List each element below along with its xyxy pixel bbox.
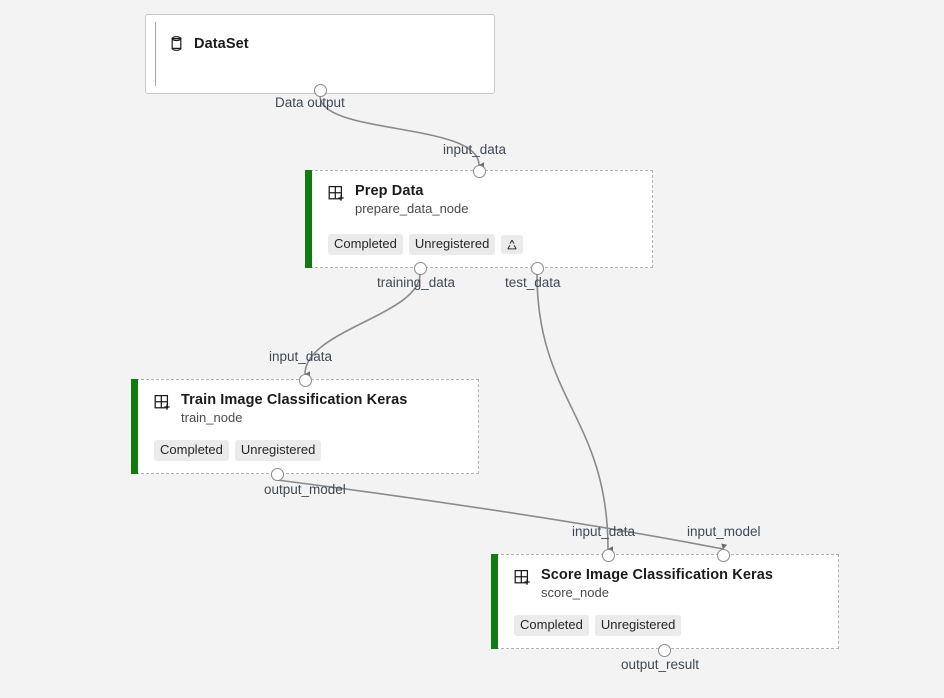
node-header: Prep Data prepare_data_node (328, 183, 644, 217)
module-grid-icon (328, 185, 344, 201)
node-subtitle: prepare_data_node (355, 201, 469, 216)
node-text-block: Score Image Classification Keras score_no… (541, 567, 773, 601)
node-icon (154, 392, 172, 417)
node-status-bar (491, 554, 498, 649)
port-label-p_prep_test: test_data (505, 275, 561, 290)
port-p_score_out[interactable] (657, 643, 671, 657)
node-subtitle: train_node (181, 410, 243, 425)
dataset-accent-line (155, 22, 156, 86)
module-grid-icon (154, 394, 170, 410)
recycle-icon (507, 239, 517, 250)
registration-badge[interactable]: Unregistered (234, 440, 322, 461)
node-body: Score Image Classification Keras score_no… (514, 567, 830, 640)
port-label-p_dataset_out: Data output (275, 95, 345, 110)
node-icon (328, 183, 346, 208)
node-status-bar (131, 379, 138, 474)
port-p_prep_train[interactable] (413, 261, 427, 275)
node-text-block: Prep Data prepare_data_node (355, 183, 469, 217)
node-title: Prep Data (355, 183, 424, 199)
status-badge[interactable]: Completed (154, 440, 229, 461)
port-p_dataset_out[interactable] (313, 83, 327, 97)
edge-e3[interactable] (536, 273, 614, 553)
node-train_node[interactable]: Train Image Classification Keras train_no… (131, 379, 479, 474)
node-status-bar (305, 170, 312, 268)
port-p_prep_test[interactable] (530, 261, 544, 275)
node-title: DataSet (194, 35, 249, 52)
node-body: Train Image Classification Keras train_no… (154, 392, 470, 465)
node-icon (514, 567, 532, 592)
port-p_prep_in[interactable] (472, 164, 486, 178)
port-label-p_prep_in: input_data (443, 142, 507, 157)
registration-badge[interactable]: Unregistered (408, 234, 496, 255)
node-header: Score Image Classification Keras score_no… (514, 567, 830, 601)
node-subtitle: score_node (541, 585, 609, 600)
port-p_train_in[interactable] (298, 373, 312, 387)
module-grid-icon (514, 569, 530, 585)
node-title: Score Image Classification Keras (541, 567, 774, 583)
node-score_node[interactable]: Score Image Classification Keras score_no… (491, 554, 839, 649)
dataset-header: DataSet (168, 35, 249, 52)
status-badge[interactable]: Completed (328, 234, 403, 255)
node-title: Train Image Classification Keras (181, 392, 408, 408)
port-label-p_train_out: output_model (264, 482, 346, 497)
registration-badge[interactable]: Unregistered (594, 615, 682, 636)
port-p_score_in_model[interactable] (716, 548, 730, 562)
port-label-p_prep_train: training_data (377, 275, 456, 290)
node-text-block: Train Image Classification Keras train_no… (181, 392, 407, 426)
status-badge[interactable]: Completed (514, 615, 589, 636)
port-label-p_train_in: input_data (269, 349, 333, 364)
port-label-p_score_in_data: input_data (572, 524, 636, 539)
node-header: Train Image Classification Keras train_no… (154, 392, 470, 426)
port-label-p_score_out: output_result (621, 657, 700, 672)
database-icon (171, 36, 182, 51)
node-dataset[interactable]: DataSet (145, 14, 495, 94)
reuse-badge[interactable] (501, 235, 524, 254)
port-p_train_out[interactable] (270, 467, 284, 481)
port-label-p_score_in_model: input_model (687, 524, 761, 539)
port-p_score_in_data[interactable] (601, 548, 615, 562)
